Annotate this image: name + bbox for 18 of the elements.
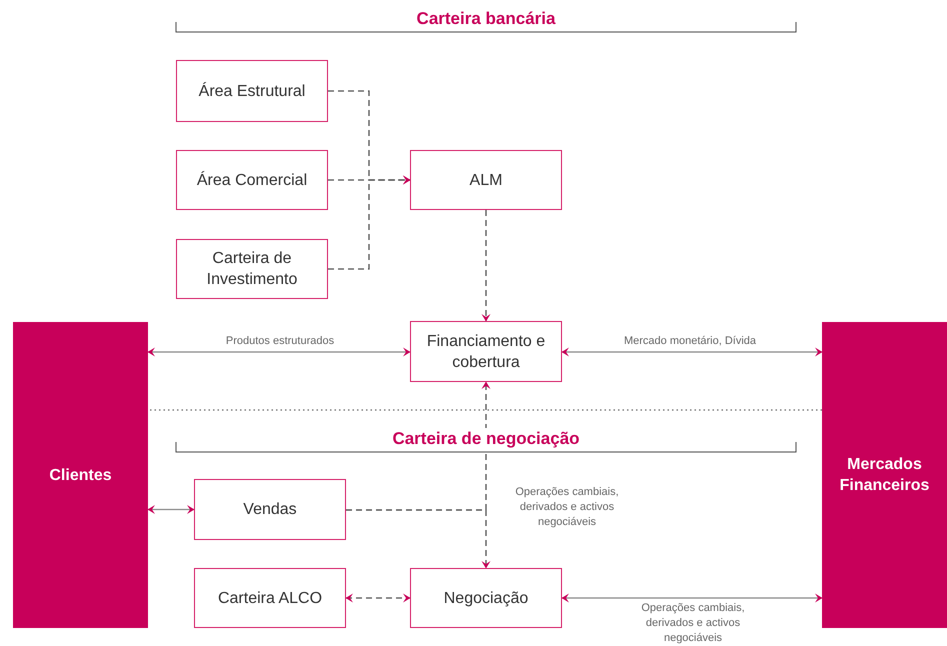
connector-arrow [562, 348, 822, 356]
connector-arrow [562, 594, 822, 602]
process-box: Vendas [194, 479, 346, 540]
party-band: Clientes [13, 322, 148, 628]
connector-arrow [346, 594, 410, 602]
connector-arrow [328, 176, 410, 270]
process-box: Área Comercial [176, 150, 328, 210]
connector-arrow [148, 505, 194, 514]
process-box: Negociação [410, 568, 562, 628]
process-box: Financiamento e cobertura [410, 321, 562, 382]
connector-arrow [346, 509, 490, 568]
process-box: Área Estrutural [176, 60, 328, 122]
process-box: Carteira ALCO [194, 568, 346, 628]
process-box: Carteira de Investimento [176, 239, 328, 299]
connector-arrow [482, 210, 490, 322]
connector-arrow [148, 348, 410, 356]
process-box: ALM [410, 150, 562, 210]
party-band: Mercados Financeiros [822, 322, 947, 628]
